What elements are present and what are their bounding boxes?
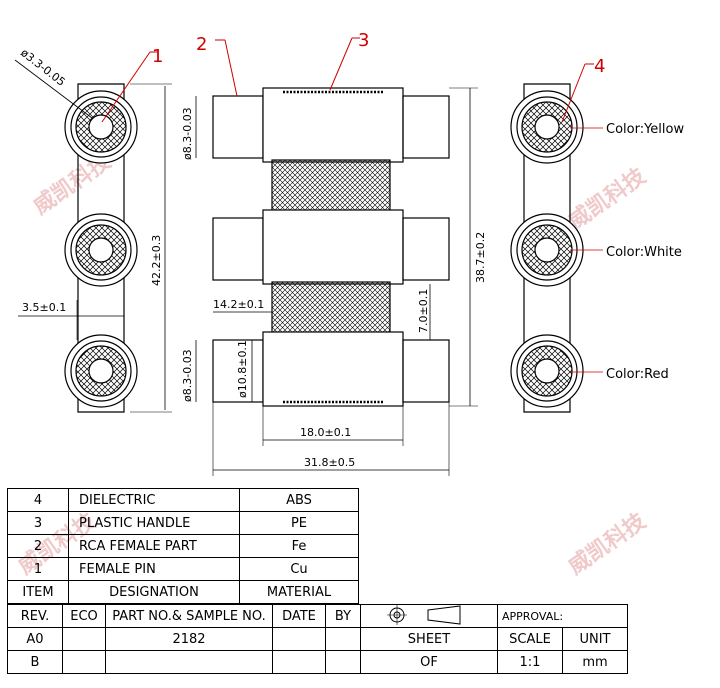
tb-projection-cell <box>360 604 498 628</box>
callout-4: 4 <box>594 56 605 77</box>
bom-designation: PLASTIC HANDLE <box>68 511 240 535</box>
tb-eco: ECO <box>62 604 106 628</box>
left-jack-bottom <box>64 334 138 408</box>
bom-material: PE <box>239 511 359 535</box>
tb-empty <box>272 650 326 674</box>
watermark-text: 威凯科技 <box>564 508 652 580</box>
tb-empty <box>105 650 273 674</box>
dim-mid-len: 18.0±0.1 <box>300 426 351 439</box>
tb-b: B <box>7 650 63 674</box>
bom-material: Cu <box>239 557 359 581</box>
watermark-text: 威凯科技 <box>564 163 652 235</box>
tb-scale: SCALE <box>497 627 563 651</box>
tb-part-no: PART NO.& SAMPLE NO. <box>105 604 273 628</box>
bom-header-material: MATERIAL <box>239 580 359 604</box>
bom-row: 4 DIELECTRIC ABS <box>7 488 359 512</box>
dim-height-right: 38.7±0.2 <box>474 232 487 283</box>
title-block: REV. ECO PART NO.& SAMPLE NO. DATE BY AP… <box>7 604 628 674</box>
tb-date: DATE <box>272 604 326 628</box>
color-label-white: Color:White <box>606 245 682 260</box>
dim-total-len: 31.8±0.5 <box>304 456 355 469</box>
title-row-header: REV. ECO PART NO.& SAMPLE NO. DATE BY AP… <box>7 604 628 628</box>
right-view <box>510 63 603 413</box>
callout-1: 1 <box>152 46 163 67</box>
bom-header-row: ITEM DESIGNATION MATERIAL <box>7 580 359 604</box>
dim-hole-dia: ø3.3-0.05 <box>18 46 68 89</box>
bom-row: 3 PLASTIC HANDLE PE <box>7 511 359 535</box>
tb-empty <box>325 627 361 651</box>
bom-designation: FEMALE PIN <box>68 557 240 581</box>
tb-rev: REV. <box>7 604 63 628</box>
dim-handle-len: 14.2±0.1 <box>213 298 264 311</box>
bom-header-designation: DESIGNATION <box>68 580 240 604</box>
bom-row: 2 RCA FEMALE PART Fe <box>7 534 359 558</box>
tb-approval: APPROVAL: <box>497 604 628 628</box>
callout-3: 3 <box>358 30 369 51</box>
dim-gap: 7.0±0.1 <box>417 289 430 333</box>
plastic-handle-bottom <box>262 331 404 407</box>
left-jack-mid <box>64 213 138 287</box>
dim-inner-dia: ø10.8±0.1 <box>236 340 249 398</box>
title-row-b: B OF 1:1 mm <box>7 650 628 674</box>
left-jack-top <box>64 90 138 164</box>
right-jack-red <box>510 334 584 408</box>
tb-empty <box>272 627 326 651</box>
center-view <box>195 37 478 476</box>
dim-pin-offset: 3.5±0.1 <box>22 301 66 314</box>
tb-unit-value: mm <box>562 650 628 674</box>
tb-of: OF <box>360 650 498 674</box>
bom-item: 3 <box>7 511 69 535</box>
callout-2: 2 <box>196 34 207 55</box>
bom-table: 4 DIELECTRIC ABS 3 PLASTIC HANDLE PE 2 R… <box>7 488 359 604</box>
bom-item: 2 <box>7 534 69 558</box>
right-jack-white <box>510 213 584 287</box>
tb-empty <box>62 627 106 651</box>
hatched-grip-top <box>271 159 391 219</box>
bom-designation: DIELECTRIC <box>68 488 240 512</box>
bom-row: 1 FEMALE PIN Cu <box>7 557 359 581</box>
tb-empty <box>62 650 106 674</box>
color-label-red: Color:Red <box>606 367 669 382</box>
bom-item: 1 <box>7 557 69 581</box>
rca-female-part-top-left <box>212 95 264 159</box>
bom-material: Fe <box>239 534 359 558</box>
color-label-yellow: Color:Yellow <box>606 122 684 137</box>
right-jack-yellow <box>510 90 584 164</box>
bom-material: ABS <box>239 488 359 512</box>
left-view <box>14 51 172 413</box>
title-row-a0: A0 2182 SHEET SCALE UNIT <box>7 627 628 651</box>
dim-bore-dia-bottom: ø8.3-0.03 <box>181 349 194 402</box>
hatched-grip-bottom <box>271 281 391 341</box>
tb-sheet: SHEET <box>360 627 498 651</box>
rca-female-part-top-right <box>402 95 450 159</box>
tb-unit: UNIT <box>562 627 628 651</box>
dim-height-left: 42.2±0.3 <box>150 235 163 286</box>
dim-bore-dia-top: ø8.3-0.03 <box>181 107 194 160</box>
tb-scale-value: 1:1 <box>497 650 563 674</box>
tb-part-value: 2182 <box>105 627 273 651</box>
bom-header-item: ITEM <box>7 580 69 604</box>
plastic-handle-top <box>262 87 404 163</box>
tb-empty <box>325 650 361 674</box>
tb-a0: A0 <box>7 627 63 651</box>
bom-item: 4 <box>7 488 69 512</box>
plastic-handle-mid <box>262 209 404 285</box>
bom-designation: RCA FEMALE PART <box>68 534 240 558</box>
left-body-outline <box>77 83 125 413</box>
tb-by: BY <box>325 604 361 628</box>
